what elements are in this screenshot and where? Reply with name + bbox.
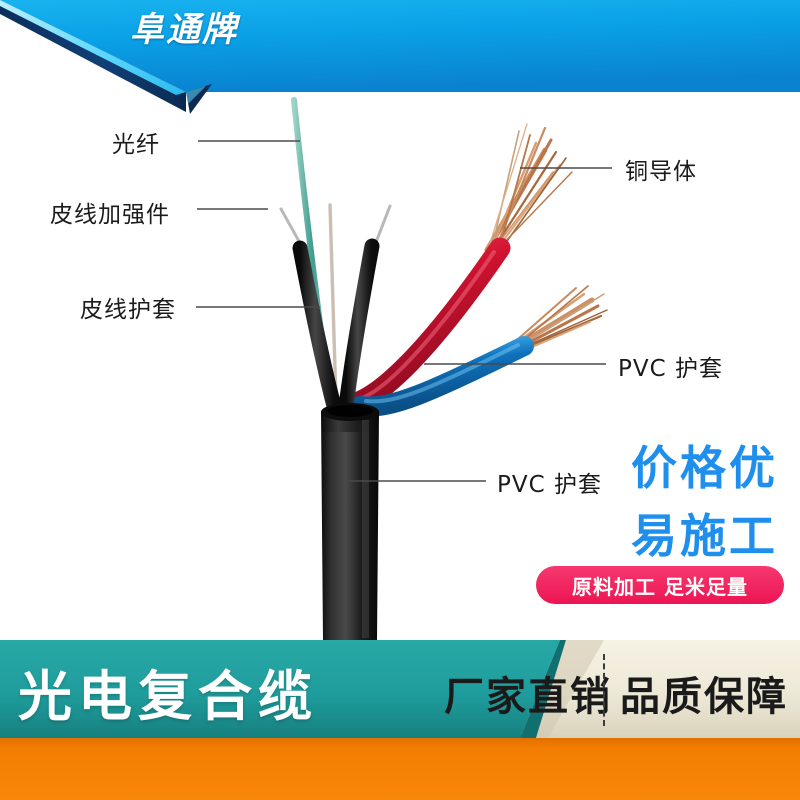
drop-cable-left bbox=[292, 240, 342, 414]
banner-main-title: 光电复合缆 bbox=[18, 665, 318, 728]
outer-jacket-highlight bbox=[362, 420, 369, 638]
callout-strength-member: 皮线加强件 bbox=[50, 202, 170, 228]
callout-optical-fiber: 光纤 bbox=[112, 132, 160, 158]
blue-pvc-wire-highlight bbox=[364, 343, 520, 404]
banner-divider bbox=[603, 654, 605, 726]
promo-headline-line1: 价格优 bbox=[631, 441, 778, 495]
drop-cable-right bbox=[338, 238, 380, 414]
callout-pvc-sheath-blue: PVC 护套 bbox=[618, 356, 723, 382]
brand-name: 阜通牌 bbox=[130, 10, 238, 50]
promo-badge: 原料加工 足米足量 bbox=[536, 566, 784, 604]
copper-strands-red bbox=[484, 123, 573, 253]
banner-subtitle-left: 厂家直销 bbox=[444, 673, 612, 720]
outer-jacket bbox=[321, 412, 379, 640]
callout-drop-cable-sheath: 皮线护套 bbox=[80, 297, 176, 323]
red-pvc-wire-highlight bbox=[354, 250, 496, 402]
callout-pvc-sheath-outer: PVC 护套 bbox=[497, 472, 602, 498]
callout-copper-conductor: 铜导体 bbox=[625, 159, 697, 185]
leader-lines bbox=[196, 140, 612, 482]
bottom-banner bbox=[0, 640, 800, 800]
copper-strands-blue bbox=[517, 285, 608, 352]
outer-jacket-inner-hole bbox=[327, 405, 373, 417]
promo-headline-line2: 易施工 bbox=[631, 509, 778, 563]
banner-subtitle-right: 品质保障 bbox=[620, 673, 788, 720]
